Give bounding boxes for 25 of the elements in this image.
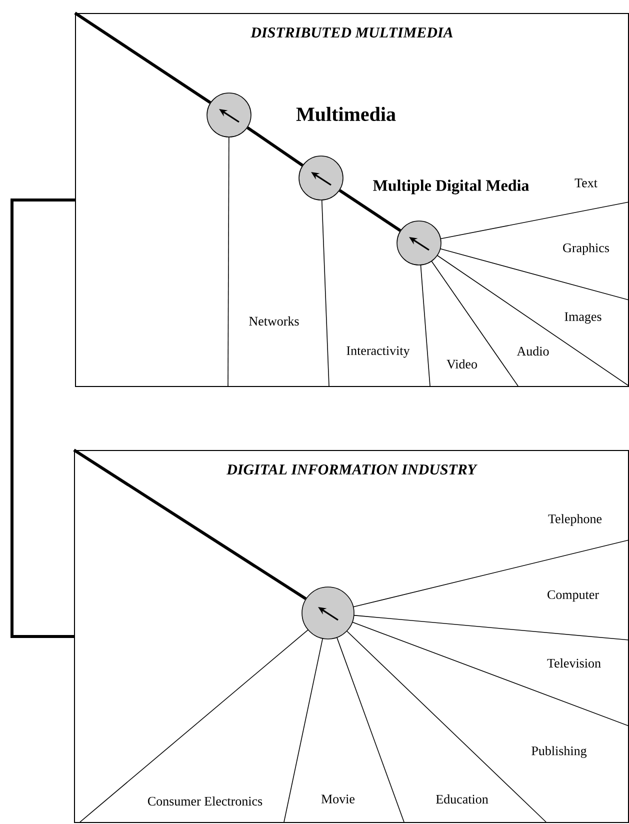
category-label: Telephone bbox=[548, 514, 602, 526]
hub-circle bbox=[298, 156, 344, 200]
hub-label: Multimedia bbox=[296, 106, 396, 122]
category-label: Movie bbox=[321, 794, 355, 804]
category-label: Interactivity bbox=[346, 346, 410, 358]
connector-line bbox=[73, 448, 307, 600]
category-label: Consumer Electronics bbox=[148, 796, 262, 806]
connector-line bbox=[74, 12, 212, 104]
hub-label: Multiple Digital Media bbox=[373, 180, 529, 194]
category-label: Text bbox=[574, 178, 598, 188]
category-label: Networks bbox=[249, 316, 299, 326]
category-label: Education bbox=[436, 794, 488, 804]
hub-circle bbox=[206, 92, 252, 138]
connector-line bbox=[338, 189, 402, 232]
hub-circle bbox=[302, 586, 354, 640]
hub-circle bbox=[396, 220, 442, 266]
category-label: Video bbox=[446, 359, 477, 369]
category-label: Graphics bbox=[563, 243, 609, 255]
category-label: Publishing bbox=[532, 746, 587, 758]
connector-line bbox=[246, 126, 304, 167]
category-label: Computer bbox=[548, 590, 599, 602]
category-label: Television bbox=[547, 658, 601, 668]
category-label: Images bbox=[564, 312, 602, 324]
bracket-connector bbox=[10, 198, 75, 638]
category-label: Audio bbox=[516, 346, 549, 356]
